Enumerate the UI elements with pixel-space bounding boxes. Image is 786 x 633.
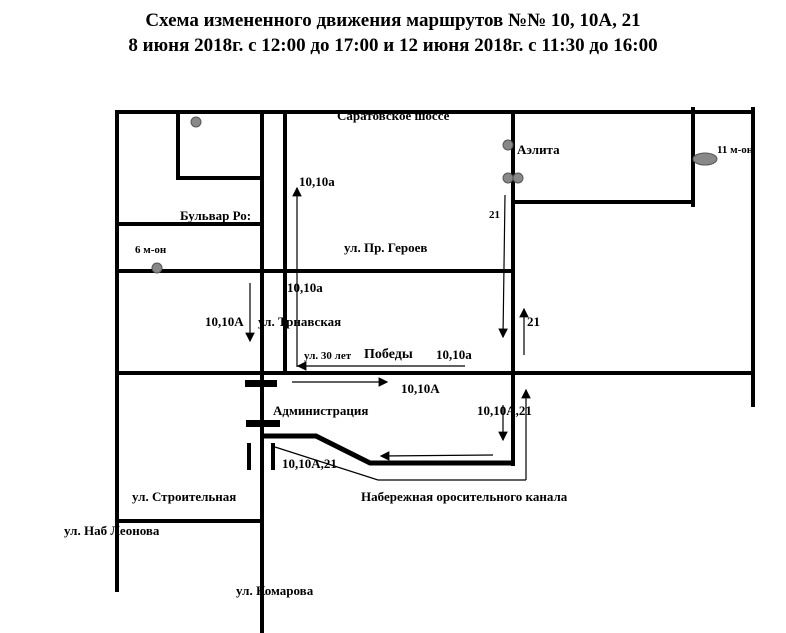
route-label: 21 (527, 314, 540, 329)
street-leonova: ул. Наб Леонова (64, 523, 160, 538)
route-label: 10,10А,21 (282, 456, 337, 471)
route-label: 10,10а (299, 174, 335, 189)
route-arrows (245, 186, 531, 481)
place-admin: Администрация (273, 403, 369, 418)
street-kanal: Набережная оросительного канала (361, 489, 568, 504)
closure-bar (245, 380, 277, 387)
bus-stop-icon (190, 116, 202, 128)
bus-stop-icon (512, 172, 524, 184)
street-pobedy-prefix: ул. 30 лет (304, 350, 352, 362)
bus-stop-icon (502, 172, 514, 184)
bus-stop-icon (502, 139, 514, 151)
roads (115, 107, 755, 633)
route-label: 10,10А (205, 314, 244, 329)
closure-bar (271, 443, 275, 470)
street-komarova: ул. Комарова (236, 583, 314, 598)
bus-stop-icon (151, 262, 163, 274)
title-line-1: Схема измененного движения маршрутов №№ … (145, 10, 641, 31)
place-mkr11: 11 м-он (717, 144, 754, 156)
closure-bar (247, 443, 251, 470)
road-kanal (262, 433, 513, 466)
arrow-route-line (274, 446, 526, 481)
closure-bar (246, 420, 280, 427)
bus-stops (151, 116, 718, 274)
place-aelita: Аэлита (517, 142, 560, 157)
title-line-2: 8 июня 2018г. с 12:00 до 17:00 и 12 июня… (128, 35, 658, 56)
route-label: 10,10А (401, 381, 440, 396)
arrow-left-icon (379, 451, 494, 461)
bus-stop-icon (692, 152, 718, 166)
place-mkr6: 6 м-он (135, 244, 167, 256)
road-blocks (245, 380, 280, 470)
street-pobedy: Победы (364, 347, 413, 362)
street-trnavskaya: ул. Трнавская (258, 314, 342, 329)
route-label: 10,10а (287, 280, 323, 295)
route-label: 10,10а (436, 347, 472, 362)
street-bulvar: Бульвар Ро: (180, 208, 252, 223)
arrow-down-icon (498, 194, 508, 339)
street-geroev: ул. Пр. Героев (344, 240, 428, 255)
route-label: 10,10А,21 (477, 403, 532, 418)
street-saratov: Саратовское шоссе (337, 108, 450, 123)
street-stroitelnaya: ул. Строительная (132, 489, 237, 504)
route-label: 21 (489, 209, 500, 221)
